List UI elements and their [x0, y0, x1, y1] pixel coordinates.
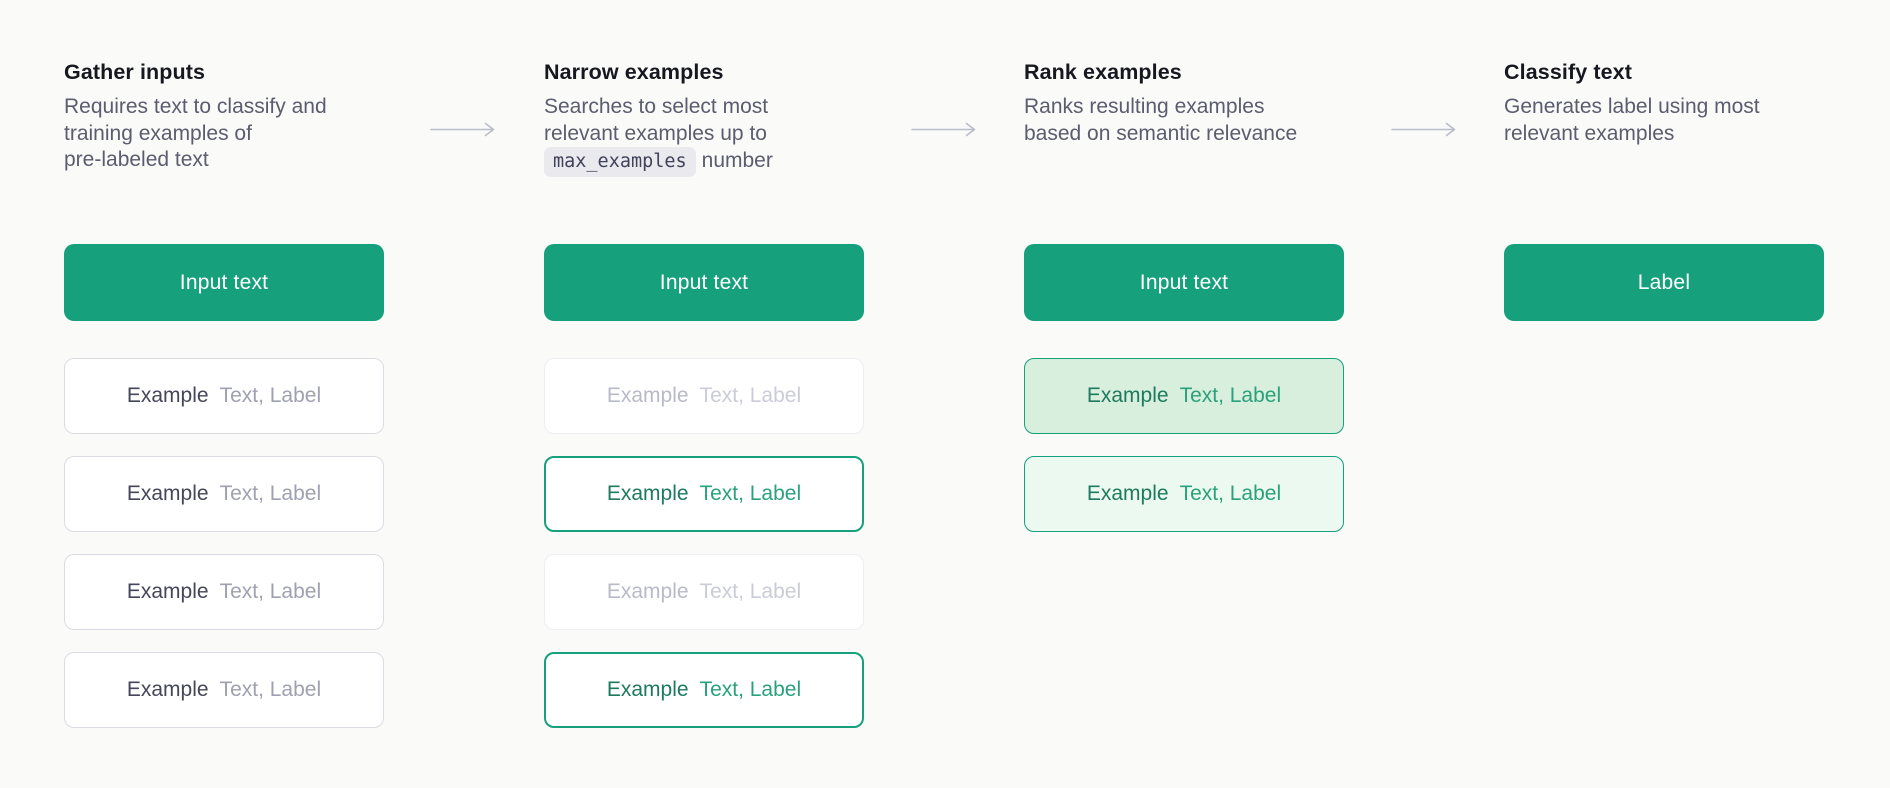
example-name: Example [126, 678, 209, 701]
example-name: Example [606, 678, 689, 701]
example-name: Example [126, 580, 209, 603]
step-classify-text: Classify text Generates label using most… [1504, 60, 1824, 728]
input-text-node: Input text [544, 244, 864, 321]
example-card-selected: Example Text, Label [544, 652, 864, 728]
description-text: Searches to select most relevant example… [544, 95, 769, 145]
example-value: Text, Label [1179, 384, 1282, 407]
example-value: Text, Label [219, 580, 322, 603]
arrow-right-icon [911, 122, 976, 137]
label-node: Label [1504, 244, 1824, 321]
example-name: Example [1086, 482, 1169, 505]
example-value: Text, Label [699, 678, 802, 701]
example-name: Example [606, 580, 689, 603]
description-text: number [701, 149, 773, 172]
example-card: Example Text, Label [64, 358, 384, 434]
example-card-faded: Example Text, Label [544, 358, 864, 434]
example-card-selected: Example Text, Label [544, 456, 864, 532]
step-rank-examples: Rank examples Ranks resulting examples b… [1024, 60, 1344, 728]
example-value: Text, Label [699, 384, 802, 407]
step-title: Gather inputs [64, 60, 206, 84]
example-value: Text, Label [1179, 482, 1282, 505]
step-description: Generates label using most relevant exam… [1504, 95, 1760, 145]
example-value: Text, Label [699, 482, 802, 505]
example-value: Text, Label [699, 580, 802, 603]
step-narrow-examples: Narrow examples Searches to select most … [544, 60, 864, 728]
step-header: Gather inputs Requires text to classify … [64, 60, 384, 244]
example-card: Example Text, Label [64, 456, 384, 532]
example-card-ranked-second: Example Text, Label [1024, 456, 1344, 532]
step-header: Classify text Generates label using most… [1504, 60, 1824, 244]
step-description: Searches to select most relevant example… [544, 94, 900, 178]
example-value: Text, Label [219, 384, 322, 407]
step-description: Ranks resulting examples based on semant… [1024, 95, 1298, 145]
example-value: Text, Label [219, 678, 322, 701]
flow-arrow-3 [1391, 122, 1457, 137]
step-title: Narrow examples [544, 60, 724, 84]
example-card-faded: Example Text, Label [544, 554, 864, 630]
flow-arrow-2 [911, 122, 977, 137]
example-card: Example Text, Label [64, 554, 384, 630]
example-value: Text, Label [219, 482, 322, 505]
example-name: Example [606, 384, 689, 407]
arrow-right-icon [1391, 122, 1456, 137]
step-gather-inputs: Gather inputs Requires text to classify … [64, 60, 384, 728]
example-name: Example [1086, 384, 1169, 407]
step-header: Rank examples Ranks resulting examples b… [1024, 60, 1344, 244]
max-examples-code-chip: max_examples [544, 147, 696, 178]
input-text-node: Input text [1024, 244, 1344, 321]
example-name: Example [606, 482, 689, 505]
example-card: Example Text, Label [64, 652, 384, 728]
example-card-ranked-first: Example Text, Label [1024, 358, 1344, 434]
step-header: Narrow examples Searches to select most … [544, 60, 864, 244]
flow-arrow-1 [430, 122, 496, 137]
step-title: Rank examples [1024, 60, 1182, 84]
example-name: Example [126, 482, 209, 505]
arrow-right-icon [430, 122, 495, 137]
input-text-node: Input text [64, 244, 384, 321]
step-description: Requires text to classify and training e… [64, 95, 327, 171]
example-name: Example [126, 384, 209, 407]
step-title: Classify text [1504, 60, 1632, 84]
steps-row: Gather inputs Requires text to classify … [64, 60, 1824, 728]
